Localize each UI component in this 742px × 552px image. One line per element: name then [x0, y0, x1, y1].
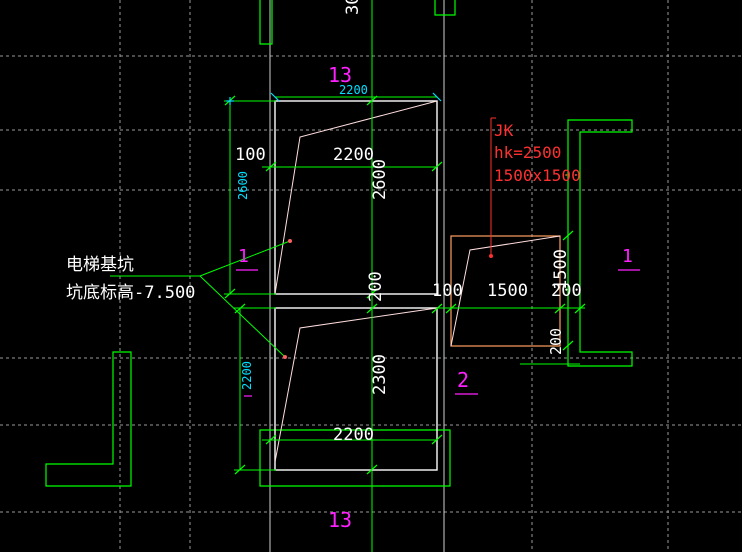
jk-depth: hk=2500 — [494, 143, 561, 162]
column-outlines — [45, 0, 633, 487]
dim-left-height-lower: 2200 — [240, 361, 254, 390]
leader-dot-upper — [288, 239, 292, 243]
jk-pit — [450, 235, 561, 347]
dim-offset-100: 100 — [235, 145, 266, 165]
axis-top-label: 30 — [343, 0, 363, 15]
dim-jk-1500-v: 1500 — [551, 249, 571, 290]
section-marks — [236, 269, 640, 397]
pit-label-line1: 电梯基坑 — [66, 255, 134, 275]
dimension-lines — [224, 96, 585, 471]
cyan-ticks — [226, 92, 442, 105]
section-mark-1-right: 1 — [622, 246, 633, 267]
dim-jk-200-right: 200 — [551, 281, 582, 301]
section-mark-2: 2 — [457, 368, 469, 392]
dim-height-lower: 2300 — [370, 354, 390, 395]
dim-width-lower: 2200 — [333, 425, 374, 445]
dim-width-upper: 2200 — [333, 145, 374, 165]
pit-label-line2: 坑底标高-7.500 — [66, 283, 195, 303]
dim-gap-200: 200 — [366, 271, 386, 302]
jk-size: 1500x1500 — [494, 166, 581, 185]
pit-walls — [274, 100, 438, 471]
dim-height-upper: 2600 — [370, 159, 390, 200]
dim-jk-100: 100 — [432, 281, 463, 301]
jk-leader — [490, 117, 496, 256]
dim-left-height: 2600 — [236, 171, 250, 200]
fold-lines — [274, 100, 561, 463]
dim-top-width: 2200 — [339, 83, 368, 97]
axis-label-13-top: 13 — [328, 63, 352, 87]
pit-leader — [110, 240, 291, 358]
dimension-ticks — [224, 95, 586, 475]
jk-name: JK — [494, 121, 514, 140]
dim-jk-1500-h: 1500 — [487, 281, 528, 301]
jk-leader-dot — [489, 254, 493, 258]
dim-jk-200-bottom: 200 — [547, 328, 565, 355]
section-mark-1-left: 1 — [238, 246, 249, 267]
leader-dot-lower — [283, 355, 287, 359]
axis-label-13-bottom: 13 — [328, 508, 352, 532]
